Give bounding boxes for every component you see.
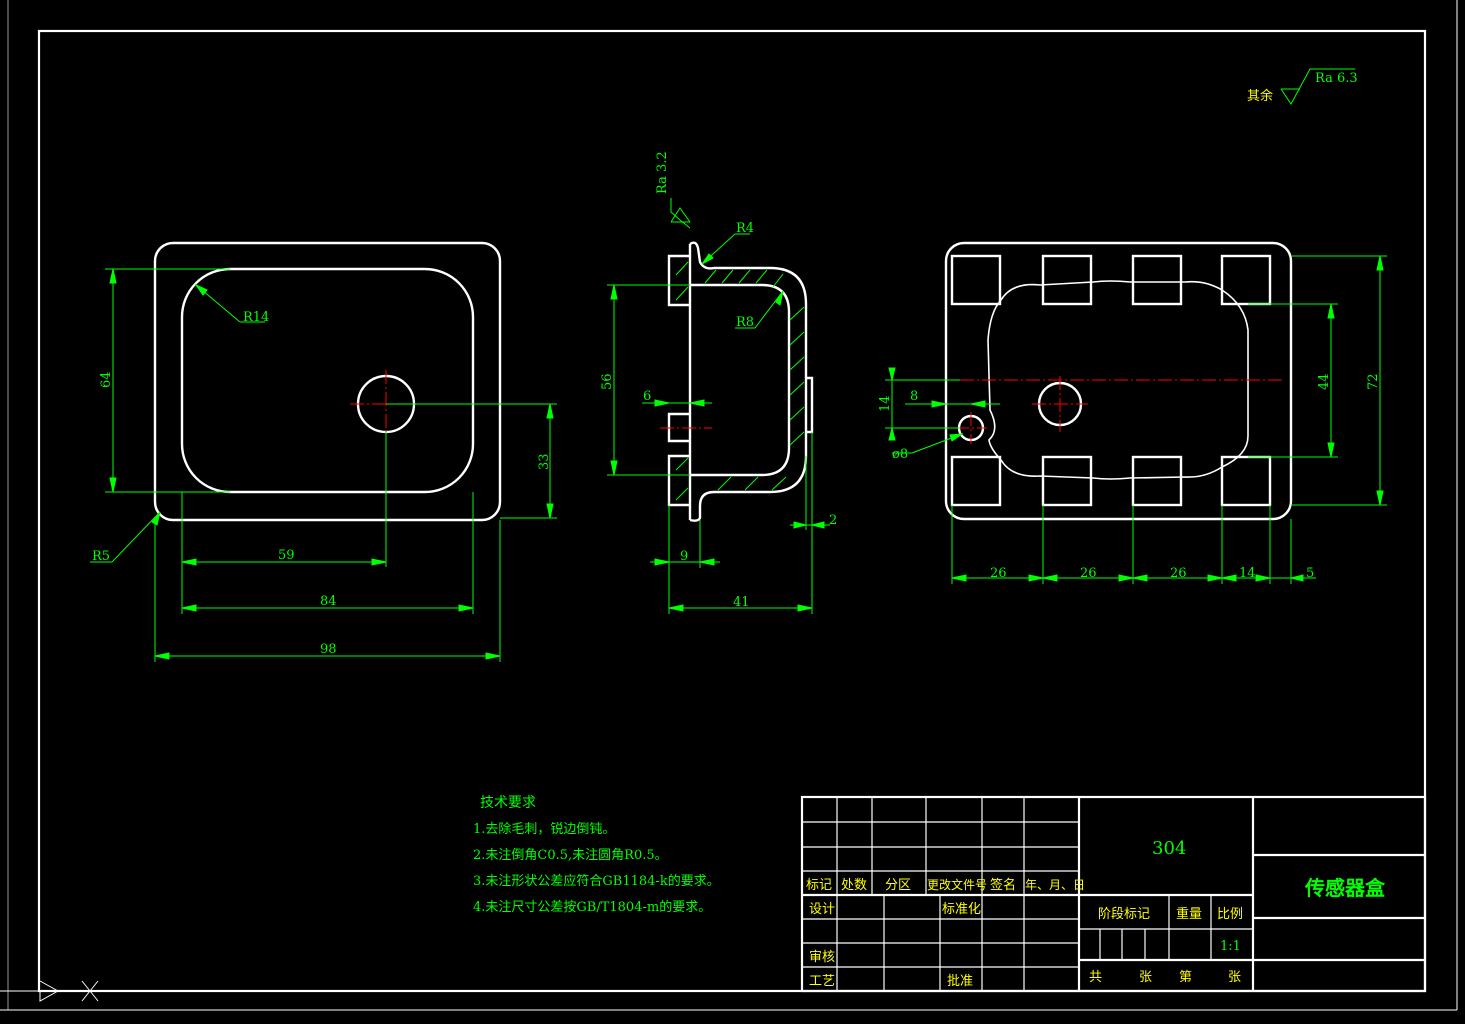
- rev-header-date: 年、月、日: [1025, 878, 1085, 892]
- front-view: 64 33 R14 R5 59 84 98: [90, 241, 557, 662]
- rev-header-count: 处数: [841, 878, 867, 893]
- dim-98: 98: [320, 642, 337, 657]
- dim-84: 84: [320, 594, 337, 609]
- material-value: 304: [1152, 838, 1186, 859]
- dim-33: 33: [537, 453, 552, 470]
- dim-14-bottom: 14: [878, 395, 893, 412]
- note-3: 3.未注形状公差应符合GB1184-k的要求。: [473, 873, 720, 889]
- dim-r4: R4: [736, 221, 754, 236]
- dim-26-3: 26: [1170, 566, 1187, 581]
- label-review: 审核: [809, 950, 835, 965]
- notes-title: 技术要求: [480, 795, 536, 811]
- roughness-general-prefix: 其余: [1247, 88, 1273, 104]
- dim-5: 5: [1306, 566, 1314, 581]
- foot-top-3: [1131, 254, 1183, 306]
- drawing-border: [37, 29, 1427, 993]
- dim-26-2: 26: [1080, 566, 1097, 581]
- dim-r8: R8: [736, 315, 754, 330]
- foot-bottom-2: [1041, 455, 1093, 507]
- ucs-icon: [0, 980, 99, 1002]
- front-inner-pocket: [180, 267, 475, 494]
- technical-requirements: 技术要求 1.去除毛刺，锐边倒钝。 2.未注倒角C0.5,未注圆角R0.5。 3…: [473, 795, 720, 915]
- dim-8: 8: [910, 389, 918, 404]
- dim-dia8: ø8: [892, 447, 908, 462]
- roughness-general-value: Ra 6.3: [1315, 71, 1358, 86]
- front-outer-outline: [153, 241, 502, 522]
- foot-top-4: [1220, 254, 1272, 306]
- label-sheet-unit2: 张: [1228, 970, 1241, 985]
- foot-bottom-4: [1220, 455, 1272, 507]
- foot-top-1: [950, 254, 1002, 306]
- bottom-outer-outline: [944, 241, 1293, 521]
- section-hatching: [675, 261, 805, 501]
- label-process: 工艺: [809, 974, 835, 989]
- dim-r5: R5: [92, 549, 110, 564]
- rev-header-doc: 更改文件号: [927, 877, 987, 892]
- rev-header-mark: 标记: [806, 878, 832, 893]
- foot-bottom-3: [1131, 455, 1183, 507]
- bottom-view: 14 8 ø8 44 72: [878, 241, 1387, 584]
- dim-26-1: 26: [990, 566, 1007, 581]
- dim-r14: R14: [243, 310, 269, 325]
- roughness-side-value: Ra 3.2: [655, 151, 670, 194]
- foot-top-2: [1041, 254, 1093, 306]
- label-sheet-total: 共: [1089, 970, 1102, 985]
- dim-56: 56: [600, 373, 615, 390]
- note-1: 1.去除毛刺，锐边倒钝。: [473, 822, 615, 837]
- foot-bottom-1: [950, 455, 1002, 507]
- dim-14-feet: 14: [1239, 566, 1256, 581]
- rev-header-sign: 签名: [990, 877, 1016, 893]
- dim-2: 2: [829, 513, 837, 528]
- dim-64: 64: [99, 371, 114, 388]
- dim-44: 44: [1317, 373, 1332, 390]
- dim-72: 72: [1366, 373, 1381, 390]
- title-block: 304 传感器盒 标记 处数 分区 更改文件号 签名 年、月、日 设计 标准化 …: [800, 795, 1427, 993]
- label-scale: 比例: [1217, 907, 1243, 922]
- note-2: 2.未注倒角C0.5,未注圆角R0.5。: [473, 848, 668, 863]
- label-weight: 重量: [1176, 906, 1202, 922]
- label-sheet-no: 第: [1179, 970, 1192, 985]
- label-stage-mark: 阶段标记: [1098, 907, 1150, 922]
- dim-41: 41: [733, 595, 750, 610]
- part-name: 传感器盒: [1304, 876, 1386, 900]
- label-approve: 批准: [947, 974, 973, 989]
- dim-9: 9: [680, 549, 688, 564]
- roughness-general-symbol: 其余 Ra 6.3: [1247, 68, 1358, 105]
- label-standardization: 标准化: [942, 902, 981, 917]
- rev-header-zone: 分区: [885, 878, 911, 893]
- label-sheet-unit1: 张: [1139, 970, 1152, 985]
- dim-6: 6: [643, 389, 651, 404]
- note-4: 4.未注尺寸公差按GB/T1804-m的要求。: [473, 899, 711, 915]
- dim-59: 59: [278, 548, 295, 563]
- side-view: Ra 3.2 R4 R8 56 6 9 41: [600, 151, 837, 614]
- label-design: 设计: [809, 902, 835, 917]
- scale-value: 1:1: [1220, 939, 1241, 954]
